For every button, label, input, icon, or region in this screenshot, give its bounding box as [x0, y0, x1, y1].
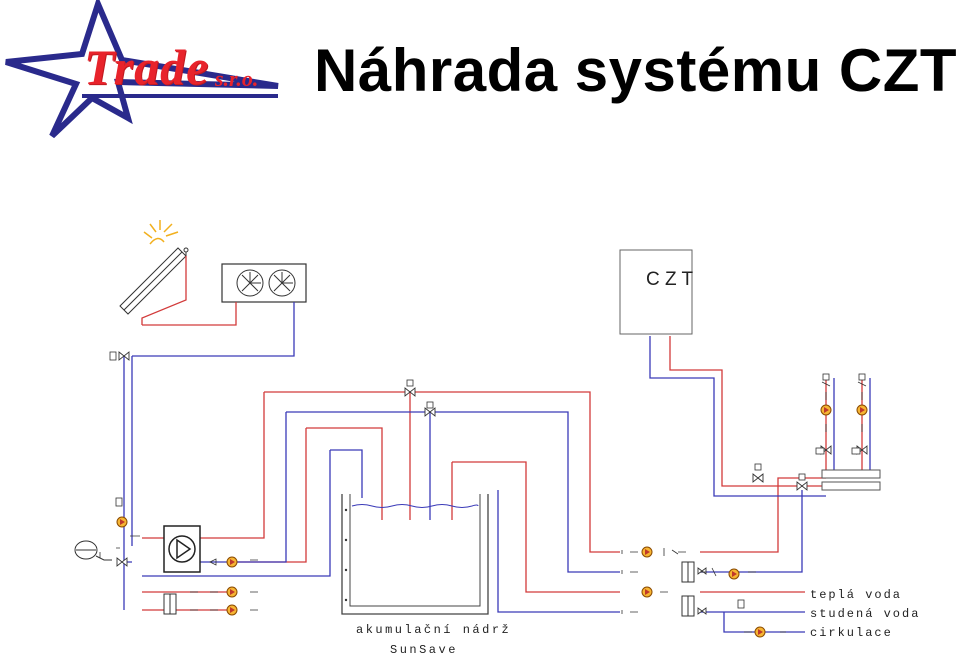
- distribution-manifold: [821, 469, 881, 491]
- tank-model-label: SunSave: [390, 643, 458, 657]
- fitting-marks: [99, 381, 867, 633]
- czt-label: C Z T: [646, 269, 694, 290]
- pump-icon: [641, 546, 653, 558]
- hot-water-label: teplá voda: [810, 588, 902, 602]
- logo-suffix: s.r.o.: [215, 66, 259, 91]
- heat-exchanger: [681, 595, 695, 617]
- supply-pipes: [141, 256, 863, 611]
- heat-pump-unit: [163, 525, 201, 573]
- tank-label: akumulační nádrž: [356, 623, 511, 637]
- circulation-label: cirkulace: [810, 626, 893, 640]
- pump-icon: [226, 556, 238, 568]
- heat-exchanger: [681, 561, 695, 583]
- heat-exchanger: [163, 593, 177, 615]
- tank-sensor: [344, 508, 348, 602]
- fan-icon: [236, 269, 264, 297]
- company-logo: [5, 0, 279, 139]
- fan-icon: [268, 269, 296, 297]
- sensor-icon: [109, 351, 866, 609]
- valve-icon: [116, 351, 868, 615]
- pump-icon: [728, 568, 740, 580]
- sun-icon: [143, 220, 179, 245]
- pump-icon: [226, 604, 238, 616]
- czt-unit: C Z T: [619, 249, 694, 335]
- air-vent-icon: [183, 247, 189, 256]
- dry-cooler-unit: [221, 263, 307, 303]
- cold-water-label: studená voda: [810, 607, 920, 621]
- pump-icon: [116, 516, 128, 528]
- accumulation-tank: [341, 494, 489, 615]
- pump-icon: [820, 404, 832, 416]
- pump-icon: [226, 586, 238, 598]
- pump-icon: [754, 626, 766, 638]
- logo-wordmark: Trade: [84, 39, 210, 95]
- pump-icon: [856, 404, 868, 416]
- expansion-vessel: [74, 540, 112, 561]
- pump-icon: [641, 586, 653, 598]
- page-title: Náhrada systému CZT: [314, 37, 958, 104]
